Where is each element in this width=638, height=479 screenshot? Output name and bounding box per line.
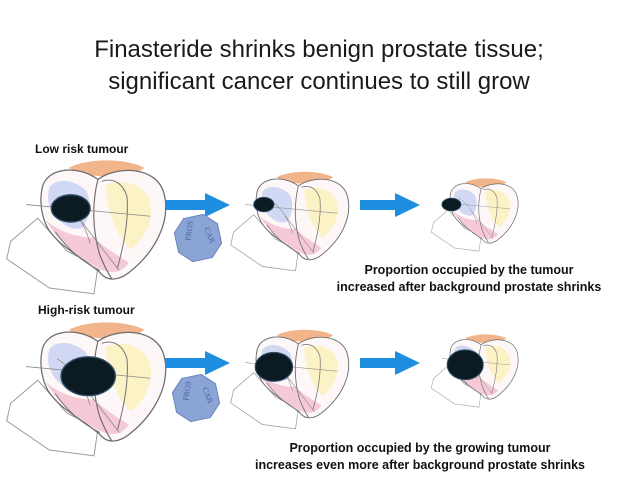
low-risk-prostate-middle [230, 171, 350, 272]
high-risk-caption-line-1: Proportion occupied by the growing tumou… [289, 441, 551, 455]
high-risk-arrow-2 [360, 351, 420, 375]
high-risk-arrow-1 [165, 351, 230, 375]
low-risk-arrow-2 [360, 193, 420, 217]
low-risk-prostate-after [430, 177, 519, 252]
low-risk-caption-line-1: Proportion occupied by the tumour [364, 263, 574, 277]
pill-icon: PROS CAR [173, 213, 223, 263]
tumour-marker [50, 194, 91, 223]
tumour-marker [253, 196, 275, 213]
high-risk-caption-line-2: increases even more after background pro… [255, 458, 585, 472]
tumour-marker [446, 349, 484, 381]
tumour-marker [60, 356, 117, 397]
high-risk-caption: Proportion occupied by the growing tumou… [210, 440, 630, 474]
low-risk-prostate-before [6, 159, 167, 295]
svg-text:PROS: PROS [183, 220, 195, 241]
svg-text:PROS: PROS [181, 380, 193, 401]
high-risk-prostate-middle [230, 329, 350, 430]
low-risk-caption-line-2: increased after background prostate shri… [336, 280, 602, 294]
high-risk-prostate-after [430, 333, 519, 408]
slide-title-line-2: significant cancer continues to still gr… [108, 68, 530, 95]
high-risk-label: High-risk tumour [38, 303, 135, 317]
tumour-marker [441, 197, 462, 212]
pill-icon: PROS CAR [171, 373, 221, 423]
low-risk-caption: Proportion occupied by the tumour increa… [300, 262, 638, 296]
low-risk-arrow-1 [165, 193, 230, 217]
high-risk-prostate-before [6, 321, 167, 457]
tumour-marker [254, 351, 294, 382]
slide-title-line-1: Finasteride shrinks benign prostate tiss… [94, 36, 544, 63]
slide-title: Finasteride shrinks benign prostate tiss… [20, 34, 618, 98]
low-risk-label: Low risk tumour [35, 142, 129, 156]
